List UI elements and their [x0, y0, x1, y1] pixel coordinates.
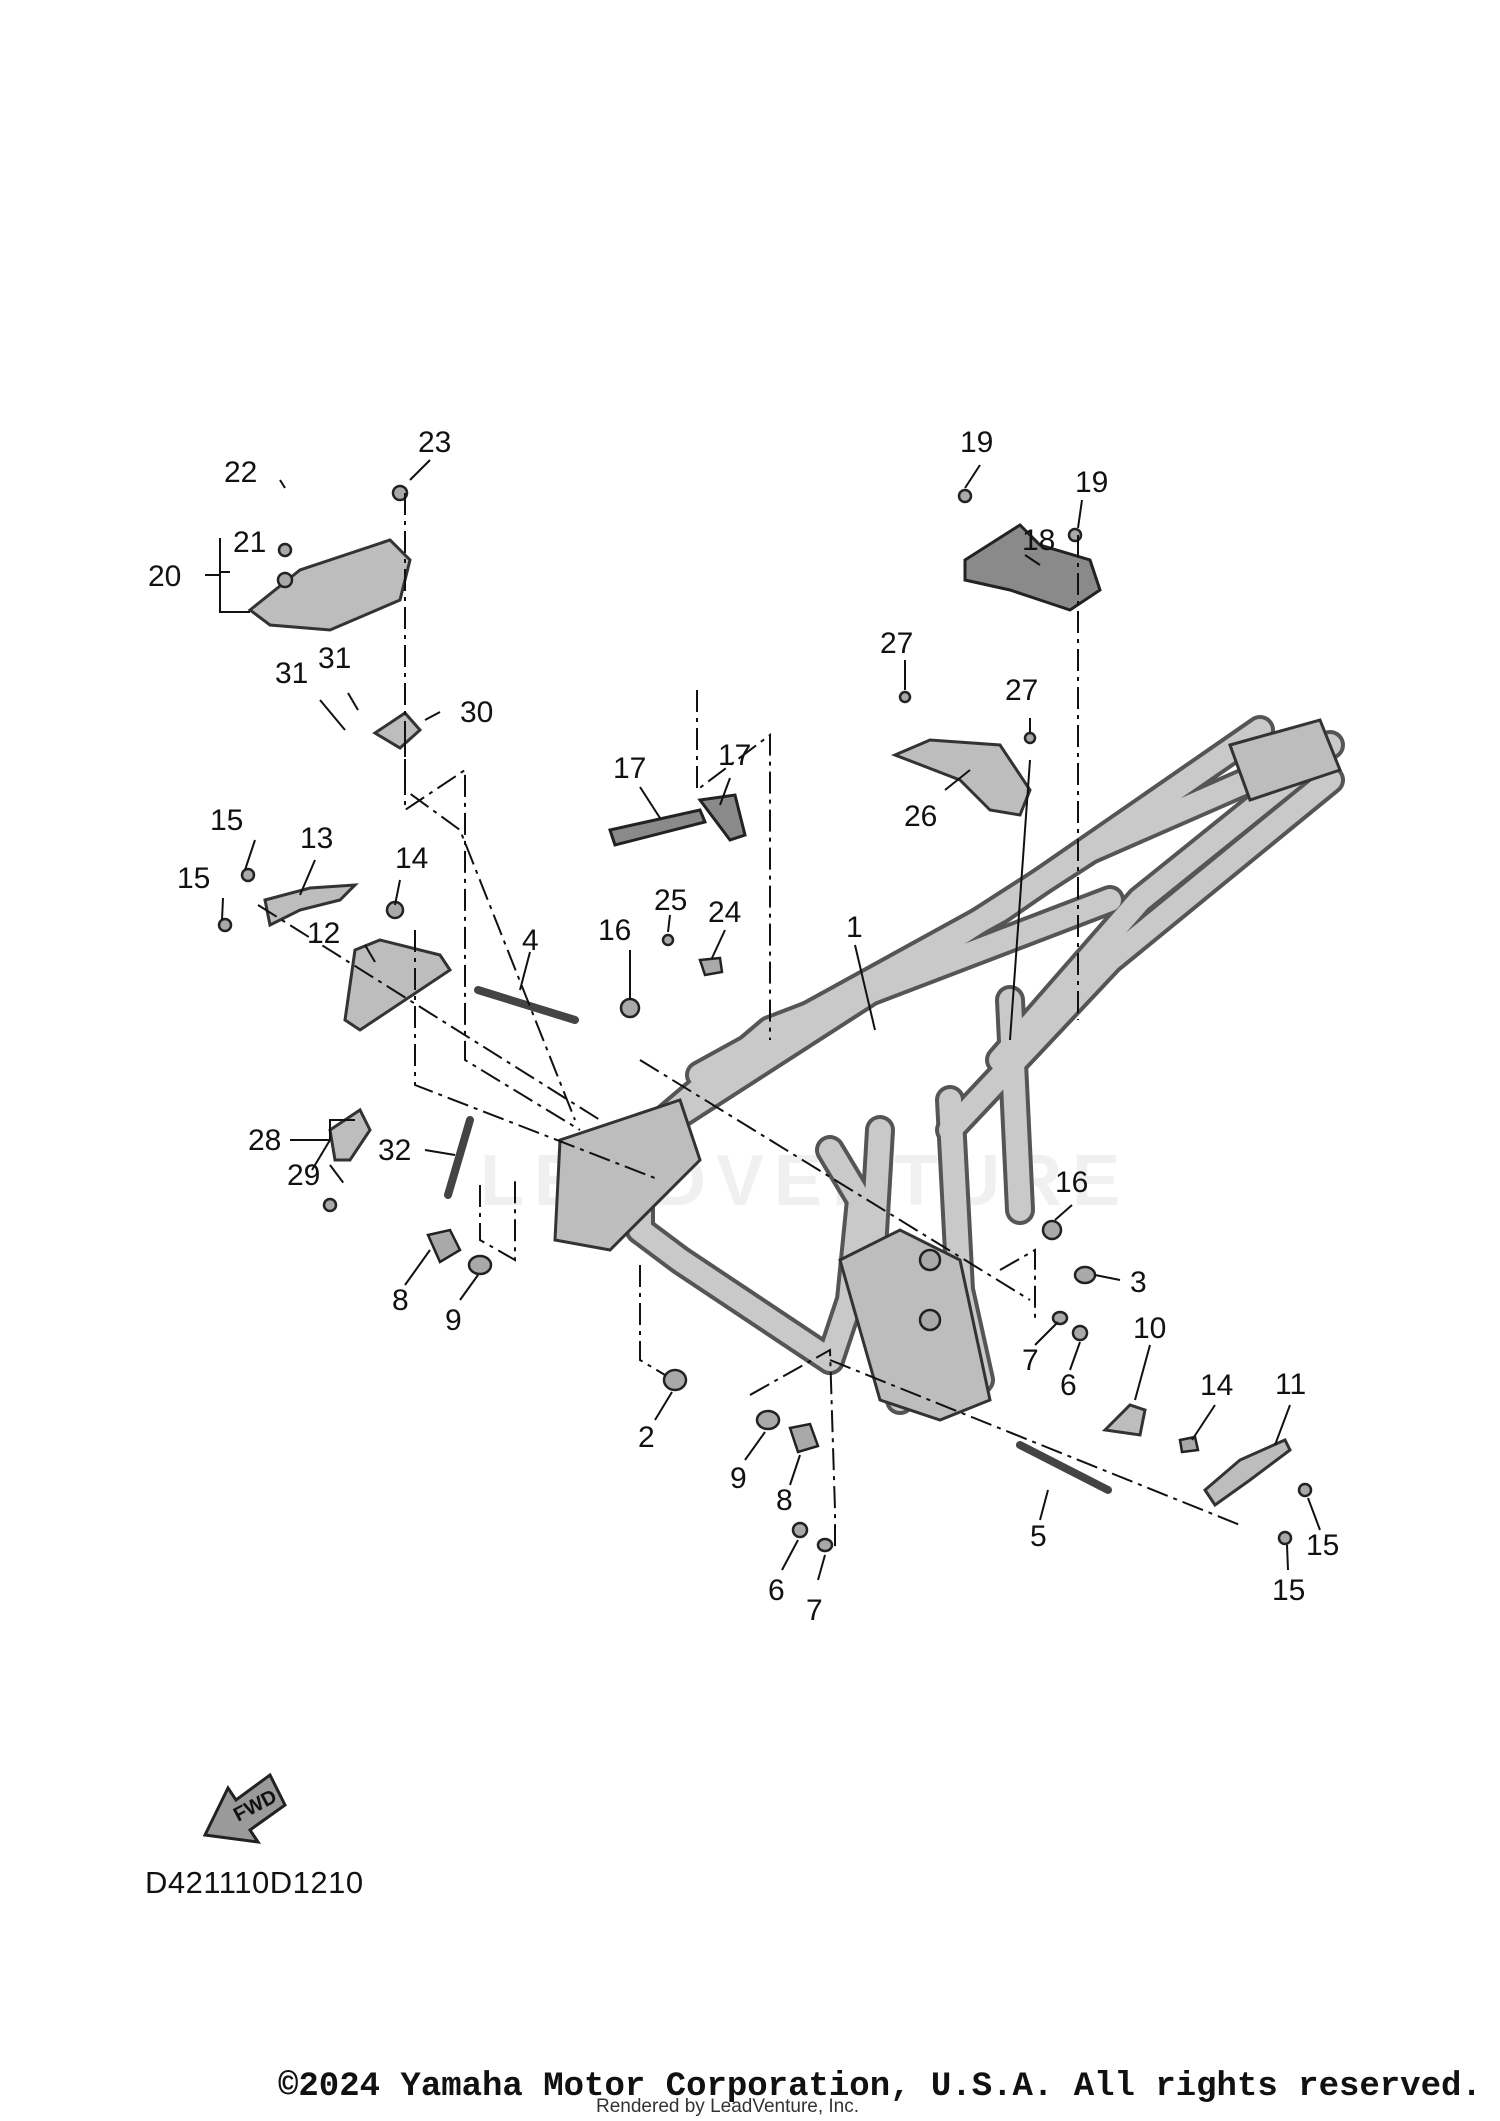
callout-16b: 16 — [1055, 1166, 1088, 1199]
cover-26 — [891, 738, 1032, 817]
damper-17a — [608, 808, 708, 847]
pivot-shaft-4 — [474, 986, 579, 1024]
copyright-notice: ©2024 Yamaha Motor Corporation, U.S.A. A… — [278, 2068, 1482, 2106]
pin-32 — [444, 1116, 474, 1199]
callout-30: 30 — [460, 696, 493, 729]
callout-labels: 1 2 3 4 5 6 6 7 7 8 8 9 9 10 11 12 13 14… — [148, 426, 1339, 1627]
stay-12 — [343, 938, 453, 1032]
callout-15d: 15 — [1272, 1574, 1305, 1607]
leader-lines — [205, 459, 1321, 1581]
callout-19b: 19 — [1075, 466, 1108, 499]
rendered-by-note: Rendered by LeadVenture, Inc. — [596, 2096, 860, 2117]
callout-5: 5 — [1030, 1520, 1047, 1553]
callout-7a: 7 — [1022, 1344, 1039, 1377]
callout-13: 13 — [300, 822, 333, 855]
bracket-20 — [247, 538, 412, 632]
callout-14b: 14 — [1200, 1369, 1233, 1402]
callout-14a: 14 — [395, 842, 428, 875]
stay-10 — [1101, 1403, 1147, 1437]
callout-1: 1 — [846, 911, 863, 944]
callout-8a: 8 — [392, 1284, 409, 1317]
stay-11 — [1203, 1438, 1292, 1508]
callout-31a: 31 — [275, 657, 308, 690]
callout-21: 21 — [233, 526, 266, 559]
fwd-arrow-icon: FWD — [202, 1772, 287, 1844]
callout-23: 23 — [418, 426, 451, 459]
bracket-30 — [372, 711, 423, 750]
diagram-reference-code: D421110D1210 — [145, 1865, 364, 1900]
callout-15b: 15 — [177, 862, 210, 895]
callout-15a: 15 — [210, 804, 243, 837]
callout-31b: 31 — [318, 642, 351, 675]
assembly-lines — [257, 493, 1241, 1550]
callout-19a: 19 — [960, 426, 993, 459]
callout-32: 32 — [378, 1134, 411, 1167]
callout-10: 10 — [1133, 1312, 1166, 1345]
callout-7b: 7 — [806, 1594, 823, 1627]
stay-18 — [963, 523, 1102, 612]
stay-13 — [263, 883, 359, 928]
callout-26: 26 — [904, 800, 937, 833]
callout-9a: 9 — [445, 1304, 462, 1337]
callout-4: 4 — [522, 924, 539, 957]
callout-27a: 27 — [880, 627, 913, 660]
callout-6a: 6 — [1060, 1369, 1077, 1402]
callout-17b: 17 — [718, 739, 751, 772]
callout-6b: 6 — [768, 1574, 785, 1607]
callout-28: 28 — [248, 1124, 281, 1157]
callout-15c: 15 — [1306, 1529, 1339, 1562]
callout-11: 11 — [1275, 1368, 1306, 1401]
callout-29: 29 — [287, 1159, 320, 1192]
callout-25: 25 — [654, 884, 687, 917]
callout-8b: 8 — [776, 1484, 793, 1517]
callout-17a: 17 — [613, 752, 646, 785]
callout-24: 24 — [708, 896, 741, 929]
callout-16a: 16 — [598, 914, 631, 947]
callout-2: 2 — [638, 1421, 655, 1454]
damper-17b — [697, 793, 747, 842]
main-frame — [553, 715, 1345, 1422]
callout-3: 3 — [1130, 1266, 1147, 1299]
callout-22: 22 — [224, 456, 257, 489]
callout-18: 18 — [1022, 524, 1055, 557]
callout-27b: 27 — [1005, 674, 1038, 707]
pivot-shaft-5 — [1016, 1441, 1112, 1494]
callout-20: 20 — [148, 560, 181, 593]
callout-9b: 9 — [730, 1462, 747, 1495]
callout-12: 12 — [307, 917, 340, 950]
bracket-28 — [328, 1107, 372, 1162]
